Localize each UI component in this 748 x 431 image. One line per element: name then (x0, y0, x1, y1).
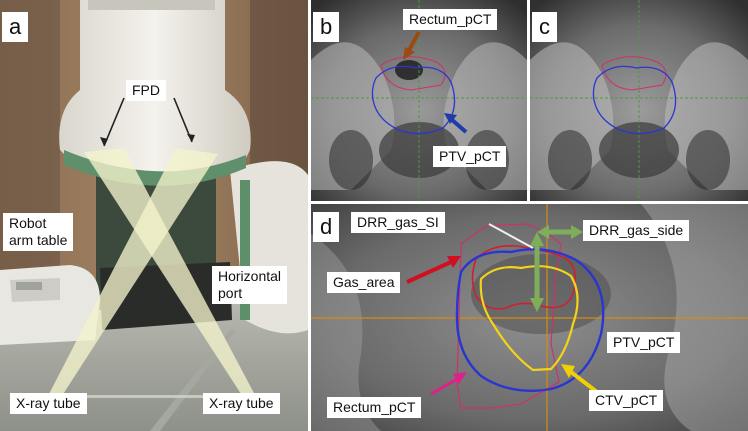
panel-letter-b: b (313, 12, 340, 42)
label-gas-area: Gas_area (327, 272, 401, 293)
label-rectum-pct-b: Rectum_pCT (403, 9, 498, 30)
label-robot-arm-table: Robot arm table (3, 213, 74, 251)
label-ctv-pct-d: CTV_pCT (589, 390, 664, 411)
panel-d-contour-zoom: d DRR_gas_SI DRR_gas_side Gas_area PTV_p… (311, 204, 748, 431)
treatment-room-photo (0, 0, 308, 431)
label-drr-gas-si: DRR_gas_SI (351, 212, 445, 233)
label-drr-gas-side: DRR_gas_side (583, 220, 690, 241)
panel-letter-d: d (313, 212, 340, 242)
pelvis-xray-c (530, 0, 748, 201)
panel-letter-c: c (532, 12, 557, 42)
label-rectum-pct-d: Rectum_pCT (327, 397, 422, 418)
panel-b-drr-image: b Rectum_pCT PTV_pCT (311, 0, 527, 201)
pelvis-xray-zoom-d (311, 204, 748, 431)
label-ptv-pct-d: PTV_pCT (607, 332, 681, 353)
label-xray-tube-right: X-ray tube (203, 393, 280, 414)
panel-a-photo: a FPD Robot arm table Horizontal port X-… (0, 0, 308, 431)
label-ptv-pct-b: PTV_pCT (433, 146, 507, 167)
pelvis-xray-b (311, 0, 527, 201)
label-horizontal-port: Horizontal port (212, 266, 288, 304)
label-xray-tube-left: X-ray tube (10, 393, 87, 414)
label-fpd: FPD (126, 80, 166, 101)
panel-c-drr-image: c (530, 0, 748, 201)
panel-letter-a: a (2, 12, 29, 42)
